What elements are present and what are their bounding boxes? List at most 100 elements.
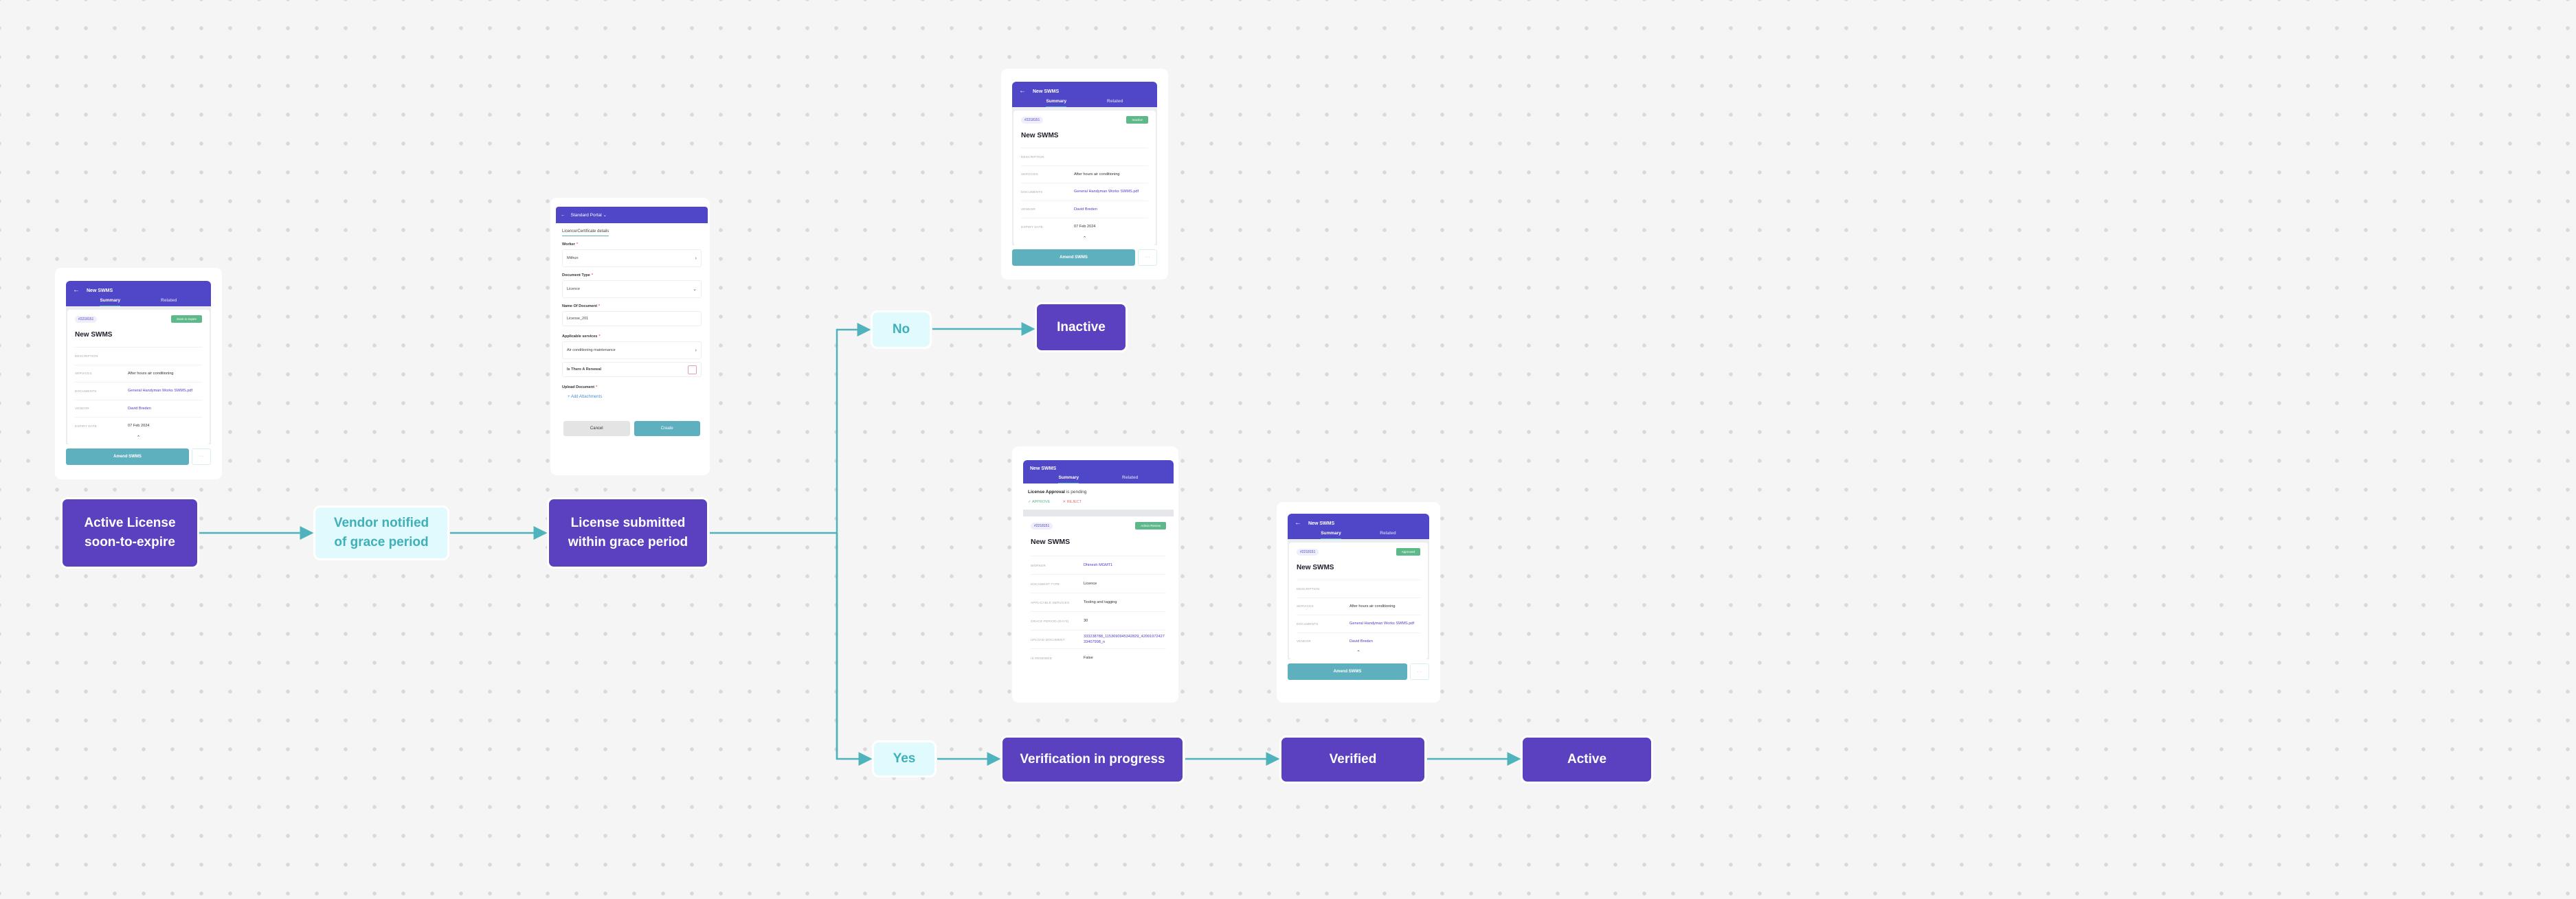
detail-row: SERVICES After hours air conditioning (1021, 165, 1148, 183)
tab-summary[interactable]: Summary (1321, 531, 1341, 539)
detail-label: SERVICES (75, 372, 92, 376)
detail-value[interactable]: General Handyman Works SWMS.pdf (1349, 622, 1415, 626)
back-arrow-icon[interactable]: ← (561, 212, 565, 218)
chevron-up-icon[interactable]: ⌃ (1356, 650, 1360, 655)
detail-row: GRACE PERIOD (DAYS) 30 (1031, 611, 1166, 630)
detail-row: DOCUMENTS General Handyman Works SWMS.pd… (75, 382, 202, 400)
document-name-label: Name Of Document (562, 304, 598, 308)
add-attachments-link[interactable]: + Add Attachments (568, 395, 603, 399)
screen-title: New SWMS (87, 288, 113, 293)
detail-row: DESCRIPTION (1297, 580, 1420, 598)
detail-value[interactable]: Dhinesh MGMT1 (1084, 562, 1113, 567)
document-name-value: License_201 (567, 317, 589, 321)
detail-row: DOCUMENTS General Handyman Works SWMS.pd… (1021, 183, 1148, 201)
chevron-up-icon[interactable]: ⌃ (1082, 236, 1087, 241)
detail-label: DESCRIPTION (75, 354, 98, 358)
detail-value[interactable]: 333238788_1153690945342829_4209197242733… (1084, 634, 1165, 644)
detail-value: 07 Feb 2024 (128, 424, 150, 429)
detail-row: VENDOR David Breden (1021, 200, 1148, 218)
record-id: #2218151 (1031, 522, 1053, 530)
tab-related[interactable]: Related (1380, 531, 1396, 536)
tab-summary[interactable]: Summary (1058, 475, 1079, 483)
amend-swms-button[interactable]: Amend SWMS (1012, 249, 1135, 266)
detail-value[interactable]: David Breden (1349, 639, 1373, 644)
more-options-button[interactable]: ··· (192, 448, 211, 465)
portal-selector[interactable]: Standard Portal ⌄ (571, 212, 607, 218)
record-id: #2218151 (75, 315, 98, 323)
approve-button[interactable]: ✓ APPROVE (1028, 500, 1050, 504)
node-vendor-notified[interactable]: Vendor notified of grace period (313, 505, 449, 560)
detail-row: VENDOR David Breden (1297, 632, 1420, 650)
reject-button[interactable]: ✕ REJECT (1062, 500, 1082, 504)
tab-summary[interactable]: Summary (100, 298, 121, 306)
back-arrow-icon[interactable]: ← (1019, 87, 1026, 95)
more-options-button[interactable]: ··· (1410, 663, 1429, 680)
detail-value[interactable]: David Breden (128, 406, 151, 411)
detail-value[interactable]: General Handyman Works SWMS.pdf (1074, 190, 1139, 194)
back-arrow-icon[interactable]: ← (1295, 519, 1301, 527)
tab-related[interactable]: Related (1107, 99, 1123, 104)
detail-label: IS RENEWED (1031, 656, 1053, 660)
node-active[interactable]: Active (1521, 736, 1653, 784)
worker-field[interactable]: Mithun› (562, 249, 702, 267)
detail-value: 30 (1084, 618, 1088, 623)
detail-row: SERVICES After hours air conditioning (75, 364, 202, 383)
detail-label: APPLICABLE SERVICES (1031, 600, 1070, 604)
cancel-button[interactable]: Cancel (563, 421, 630, 436)
required-mark: * (598, 334, 601, 339)
detail-label: SERVICES (1021, 172, 1038, 177)
record-title: New SWMS (1031, 538, 1071, 546)
x-icon: ✕ (1062, 500, 1067, 504)
portal-name: Standard Portal (570, 213, 602, 218)
chevron-down-icon: ⌄ (693, 287, 697, 292)
tab-related[interactable]: Related (1122, 475, 1139, 480)
chevron-right-icon: › (695, 348, 697, 353)
required-mark: * (598, 304, 601, 308)
node-inactive[interactable]: Inactive (1035, 302, 1128, 352)
detail-label: DESCRIPTION (1021, 155, 1044, 159)
screen-title: New SWMS (1030, 466, 1057, 471)
detail-value: Licence (1084, 581, 1097, 586)
tab-related[interactable]: Related (161, 298, 177, 303)
detail-label: SERVICES (1297, 604, 1314, 608)
renewal-row: Is There A Renewal (562, 362, 702, 377)
node-license-submitted[interactable]: License submitted within grace period (547, 497, 709, 569)
document-type-select[interactable]: Licence⌄ (562, 280, 702, 298)
approval-name: License Approval (1028, 490, 1065, 494)
arrow-to-yes (836, 533, 873, 766)
reject-label: REJECT (1066, 500, 1082, 504)
detail-label: GRACE PERIOD (DAYS) (1031, 619, 1069, 623)
node-no[interactable]: No (871, 310, 932, 349)
node-verified[interactable]: Verified (1279, 736, 1426, 784)
node-active-soon-to-expire[interactable]: Active License soon-to-expire (60, 497, 199, 569)
more-options-button[interactable]: ··· (1138, 249, 1157, 266)
detail-value: After hours air conditioning (1074, 172, 1120, 177)
amend-swms-button[interactable]: Amend SWMS (66, 448, 189, 465)
tab-summary[interactable]: Summary (1046, 99, 1067, 107)
detail-row: VENDOR David Breden (75, 399, 202, 418)
required-mark: * (591, 273, 593, 277)
document-name-input[interactable]: License_201 (562, 311, 702, 326)
screen-license-form: ← Standard Portal ⌄ Licence/Certificate … (550, 198, 710, 475)
section-tab[interactable]: Licence/Certificate details (562, 229, 609, 236)
status-badge: Inactive (1126, 116, 1148, 124)
detail-value[interactable]: General Handyman Works SWMS.pdf (128, 389, 193, 394)
detail-value[interactable]: David Breden (1074, 207, 1097, 212)
renewal-checkbox[interactable] (688, 365, 697, 374)
status-badge: Admin Review (1135, 522, 1166, 530)
services-field[interactable]: Air conditioning maintenance› (562, 341, 702, 359)
chevron-up-icon[interactable]: ⌃ (136, 435, 141, 440)
back-arrow-icon[interactable]: ← (73, 286, 80, 294)
create-button[interactable]: Create (634, 421, 700, 436)
node-yes[interactable]: Yes (872, 740, 937, 777)
detail-label: EXPIRY DATE (75, 424, 98, 428)
record-title: New SWMS (75, 331, 113, 339)
amend-swms-button[interactable]: Amend SWMS (1288, 663, 1407, 680)
screen-title: New SWMS (1308, 521, 1335, 526)
approve-label: APPROVE (1031, 500, 1051, 504)
node-verification-in-progress[interactable]: Verification in progress (1000, 736, 1185, 784)
detail-row: IS RENEWED False (1031, 648, 1166, 667)
